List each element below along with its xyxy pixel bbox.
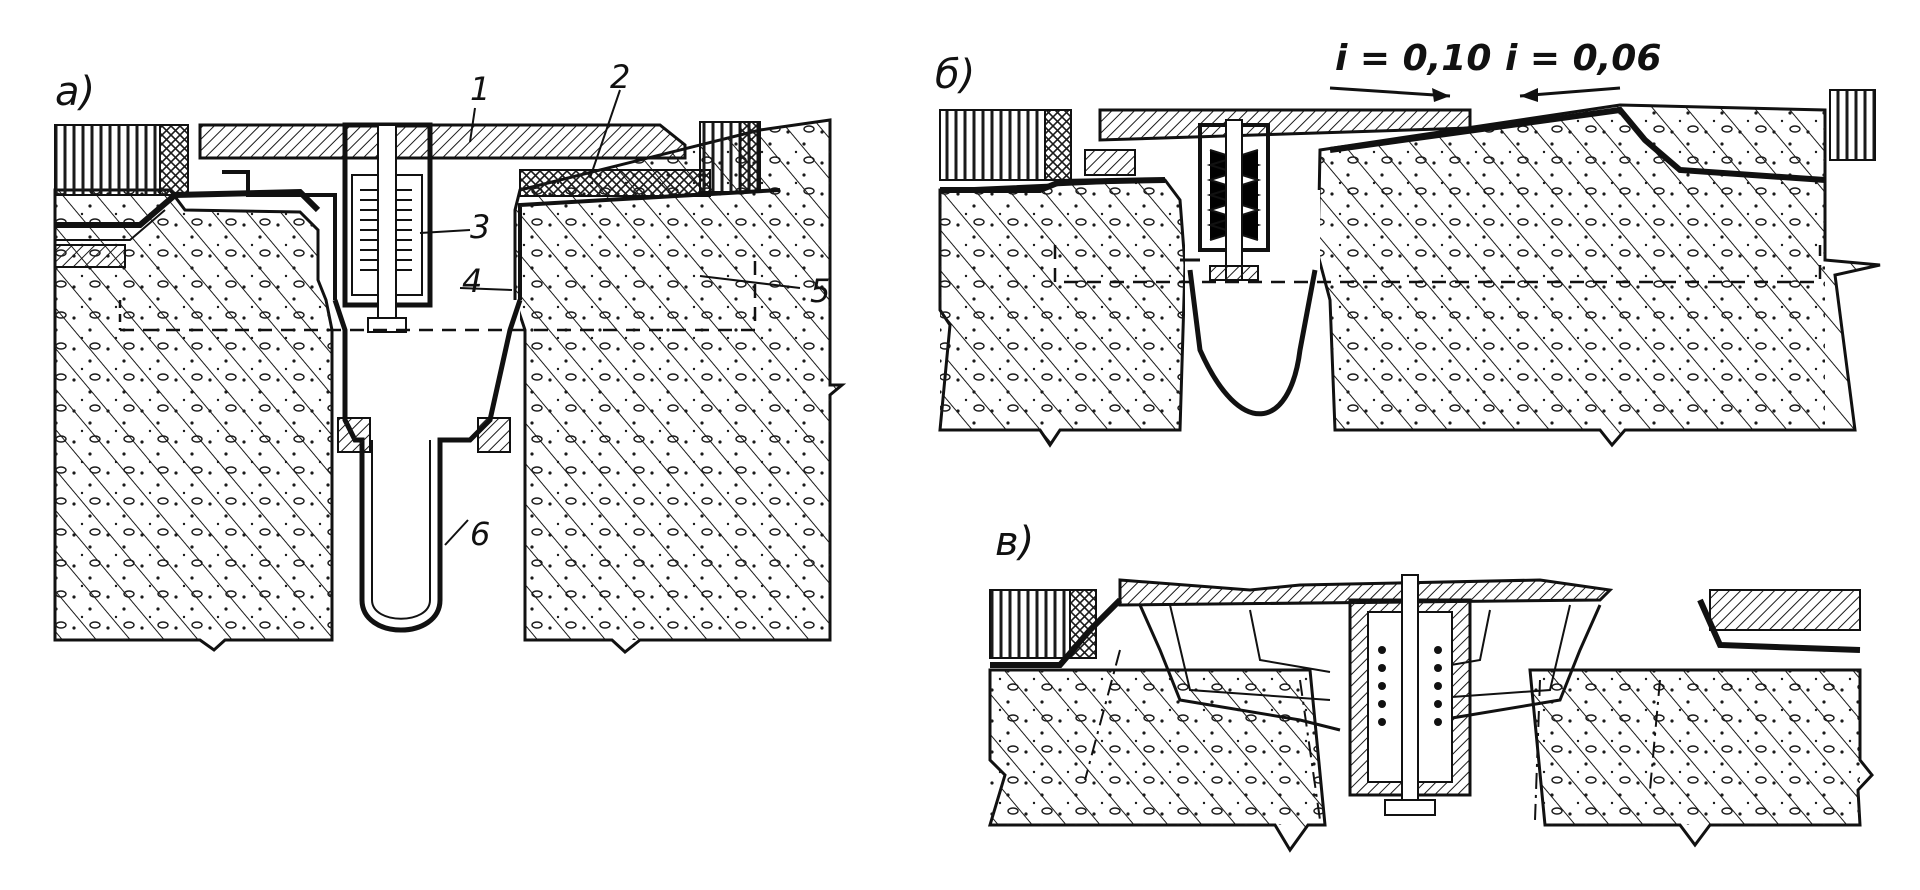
panel-b: б) i = 0,10 i = 0,06 bbox=[935, 38, 1881, 448]
callout-1: 1 bbox=[470, 70, 490, 108]
rubber-pad bbox=[519, 169, 711, 197]
panel-a: а) 1 2 3 4 5 6 bbox=[53, 58, 847, 654]
callout-5: 5 bbox=[810, 272, 830, 310]
cover-plate bbox=[198, 123, 687, 160]
road-surface-left-v bbox=[989, 589, 1071, 659]
panel-v: в) bbox=[987, 519, 1874, 853]
panel-label-a: а) bbox=[55, 69, 95, 115]
callout-2: 2 bbox=[610, 58, 630, 96]
rubber-compensator-b bbox=[1187, 269, 1318, 417]
road-surface-left-b bbox=[939, 109, 1046, 181]
road-surface-right-v bbox=[1709, 589, 1861, 631]
slope-arrow-right bbox=[1519, 86, 1621, 102]
cover-plate-v bbox=[1118, 578, 1614, 607]
rubber-compensator bbox=[332, 299, 523, 633]
callout-6: 6 bbox=[470, 515, 490, 553]
panel-label-b: б) bbox=[935, 52, 975, 98]
slope-arrow-left bbox=[1329, 86, 1451, 102]
callout-3: 3 bbox=[470, 208, 490, 246]
slope-label-left: i = 0,10 bbox=[1335, 38, 1491, 79]
road-surface-left bbox=[54, 124, 161, 196]
callout-4: 4 bbox=[462, 262, 482, 300]
slope-label-right: i = 0,06 bbox=[1505, 38, 1661, 79]
panel-label-v: в) bbox=[995, 519, 1034, 565]
spring-coils-v bbox=[1378, 646, 1442, 726]
